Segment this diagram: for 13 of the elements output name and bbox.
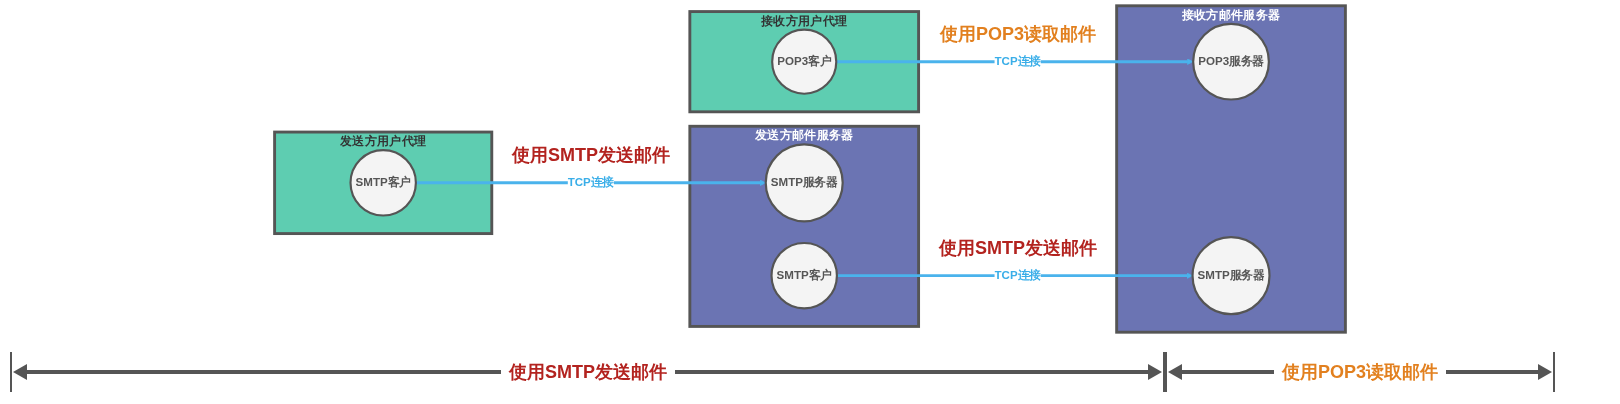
node-circle: SMTP服务器: [1191, 236, 1271, 316]
edge-note: 使用SMTP发送邮件: [936, 237, 1100, 259]
edge-label: TCP连接: [994, 269, 1041, 282]
node-circle: POP3客户: [771, 28, 838, 95]
node-circle: POP3服务器: [1192, 22, 1270, 101]
edge-note: 使用SMTP发送邮件: [509, 144, 673, 166]
edge-label: TCP连接: [994, 55, 1041, 68]
edge-label: TCP连接: [567, 176, 614, 189]
span-label: 使用POP3读取邮件: [1274, 361, 1447, 383]
node-circle: SMTP客户: [349, 149, 417, 217]
node-circle: SMTP客户: [770, 241, 838, 310]
span-label: 使用SMTP发送邮件: [501, 361, 675, 383]
node-circle: SMTP服务器: [764, 143, 844, 223]
